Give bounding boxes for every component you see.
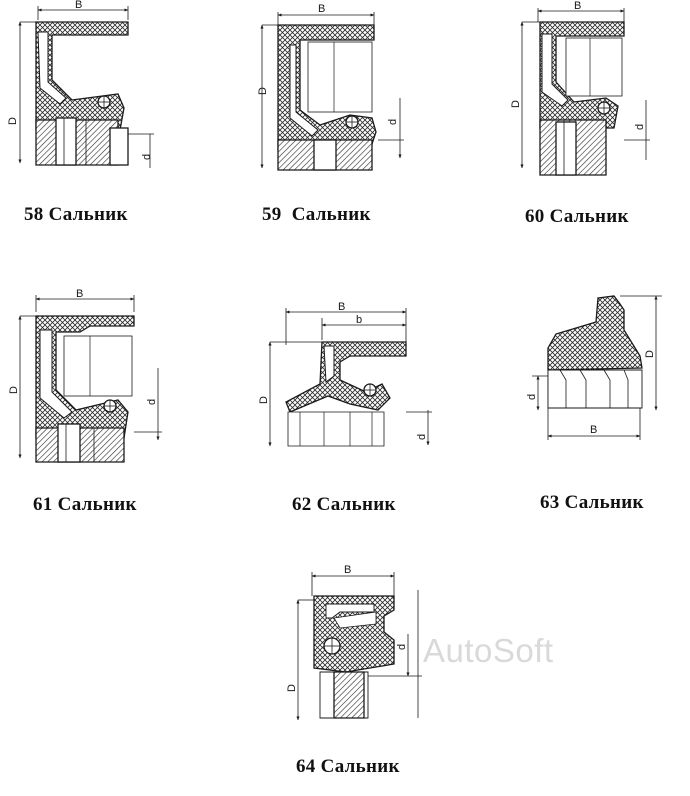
svg-text:d: d: [146, 399, 158, 405]
caption-59-name: Сальник: [291, 204, 371, 225]
caption-61: 61 Сальник: [33, 494, 137, 516]
caption-63-name: Сальник: [564, 492, 644, 513]
svg-text:d: d: [416, 434, 428, 440]
caption-61-number: 61: [33, 494, 53, 515]
svg-text:d: d: [141, 154, 153, 160]
svg-text:B: B: [574, 0, 581, 12]
caption-63-number: 63: [540, 492, 560, 513]
svg-text:B: B: [75, 0, 82, 11]
svg-text:D: D: [258, 396, 270, 404]
caption-60-name: Сальник: [549, 206, 629, 227]
figure-61-seal: B D d: [8, 288, 162, 463]
autosoft-watermark: AutoSoft: [423, 632, 554, 669]
caption-63: 63 Сальник: [540, 492, 644, 514]
svg-text:D: D: [644, 350, 656, 358]
caption-58: 58 Сальник: [24, 204, 128, 226]
caption-61-name: Сальник: [57, 494, 137, 515]
svg-text:B: B: [344, 564, 351, 576]
svg-text:d: d: [396, 644, 408, 650]
svg-text:D: D: [510, 100, 522, 108]
caption-64-name: Сальник: [320, 756, 400, 777]
figure-62-seal: B b D d: [258, 301, 432, 447]
svg-text:B: B: [590, 424, 597, 436]
svg-text:d: d: [526, 394, 538, 400]
figure-59-seal: B D d: [257, 3, 404, 171]
svg-text:D: D: [257, 87, 269, 95]
svg-text:B: B: [338, 301, 345, 313]
caption-64-number: 64: [296, 756, 316, 777]
caption-58-number: 58: [24, 204, 44, 225]
caption-62: 62 Сальник: [292, 494, 396, 516]
caption-64: 64 Сальник: [296, 756, 400, 778]
svg-text:D: D: [8, 386, 20, 394]
svg-text:D: D: [7, 117, 19, 125]
figure-60-seal: B D d: [510, 0, 650, 176]
svg-text:B: B: [76, 288, 83, 300]
caption-58-name: Сальник: [48, 204, 128, 225]
figure-58-seal: B D d: [7, 0, 154, 168]
svg-text:D: D: [286, 684, 298, 692]
svg-text:B: B: [318, 3, 325, 15]
caption-59: 59 Сальник: [262, 204, 371, 226]
figure-64-seal: B D d: [286, 564, 422, 721]
svg-text:b: b: [356, 314, 362, 326]
svg-text:d: d: [387, 119, 399, 125]
caption-62-number: 62: [292, 494, 312, 515]
caption-62-name: Сальник: [316, 494, 396, 515]
caption-59-number: 59: [262, 204, 282, 225]
figure-63-seal: D B d: [526, 295, 662, 440]
svg-text:d: d: [634, 124, 646, 130]
caption-60-number: 60: [525, 206, 545, 227]
caption-60: 60 Сальник: [525, 206, 629, 228]
